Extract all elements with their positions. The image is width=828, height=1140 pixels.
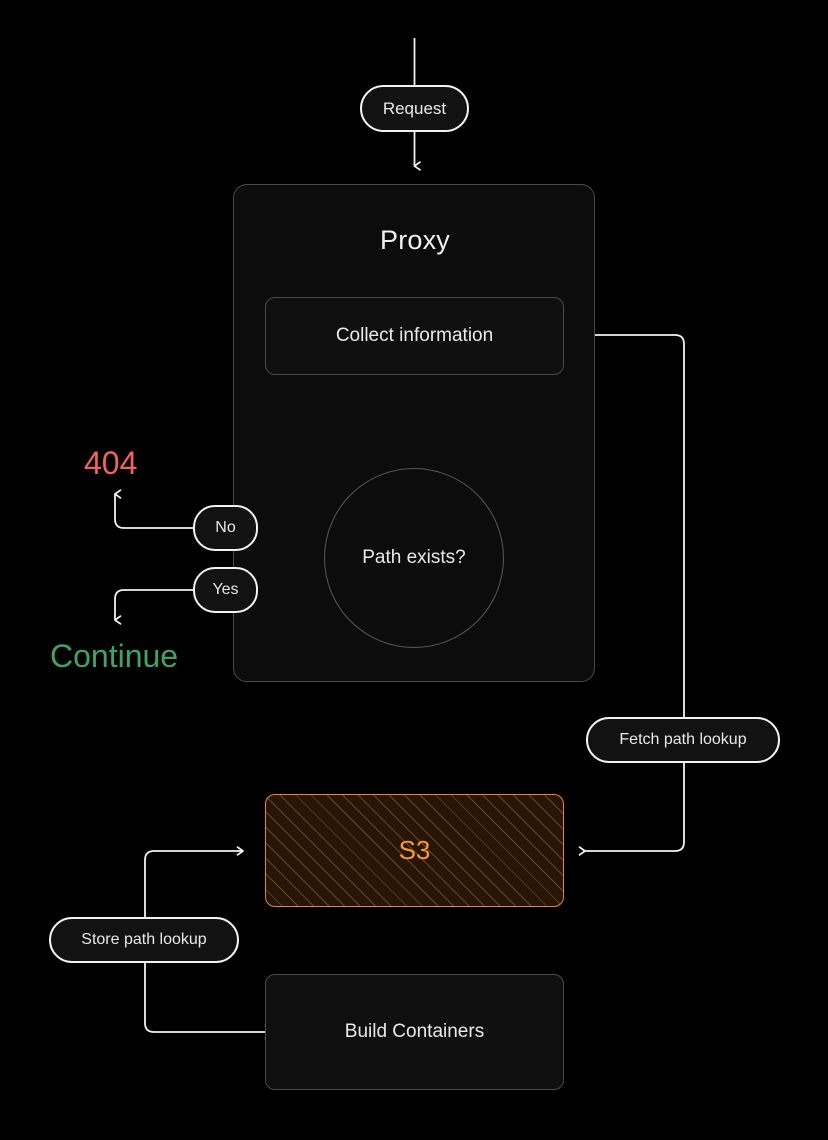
result-404: 404	[84, 442, 204, 484]
proxy-title: Proxy	[379, 225, 451, 255]
node-request[interactable]: Request	[360, 85, 469, 132]
edge-collect-to-s3	[564, 334, 685, 856]
node-collect-information-label: Collect information	[335, 325, 494, 346]
node-fetch-path-lookup[interactable]: Fetch path lookup	[586, 717, 780, 763]
node-build-containers-label: Build Containers	[344, 1021, 485, 1042]
node-store-path-lookup-label: Store path lookup	[81, 931, 207, 948]
node-s3[interactable]: S3	[265, 794, 564, 907]
edge-yes-to-continue	[114, 589, 193, 625]
edge-no-to-404	[114, 489, 193, 529]
branch-no-label: No	[215, 519, 236, 536]
node-fetch-path-lookup-label: Fetch path lookup	[619, 731, 747, 748]
node-request-label: Request	[382, 98, 447, 118]
node-s3-label: S3	[398, 835, 431, 865]
result-continue: Continue	[50, 633, 280, 679]
node-path-exists-decision[interactable]: Path exists?	[324, 468, 504, 648]
result-continue-label: Continue	[50, 637, 179, 674]
result-404-label: 404	[84, 444, 138, 481]
node-store-path-lookup[interactable]: Store path lookup	[49, 917, 239, 963]
node-build-containers[interactable]: Build Containers	[265, 974, 564, 1090]
node-path-exists-label: Path exists?	[362, 547, 466, 568]
branch-yes[interactable]: Yes	[193, 567, 258, 613]
branch-yes-label: Yes	[212, 581, 239, 598]
node-collect-information[interactable]: Collect information	[265, 297, 564, 375]
branch-no[interactable]: No	[193, 505, 258, 551]
